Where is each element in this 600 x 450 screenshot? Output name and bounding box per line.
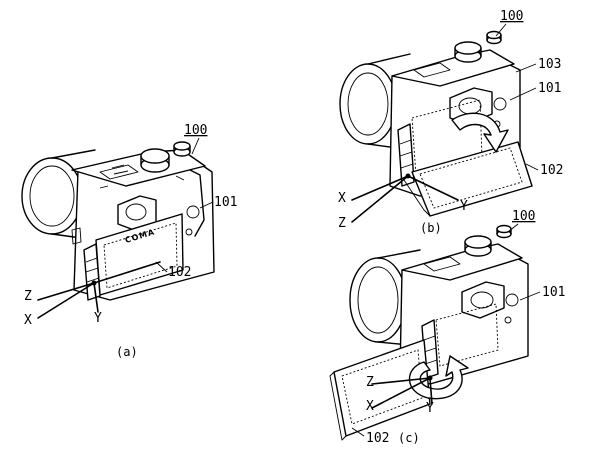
figure-b-axes [351,173,459,223]
figure-b-y-axis [407,175,459,201]
figure-c: Z X Y 100 101 102 (c) [329,209,565,446]
figure-b-caption: (b) [420,221,442,235]
figure-a-ref-camera: 100 [184,123,207,138]
figure-c-z-axis [371,377,431,385]
figure-a-y-label: Y [94,311,102,326]
figure-c-leader-hinge [519,291,541,301]
figure-b-ref-camera: 100 [500,9,523,24]
figure-b-ref-hinge: 101 [538,81,561,96]
figure-a: COMA Z X Y 100 101 102 (a) [21,123,237,359]
figure-a-ref-monitor: 102 [168,265,191,280]
figure-c-ref-monitor: 102 [366,431,389,446]
figure-a-leader-monitor [155,261,168,273]
figure-b-leader-viewfinder [515,63,537,73]
figure-a-z-axis [37,282,95,301]
figure-b-ref-viewfinder: 103 [538,57,561,72]
figure-c-z-label: Z [366,375,374,390]
figure-a-axes [37,261,161,319]
figure-c-x-axis [371,377,431,409]
figure-a-caption: (a) [116,345,138,359]
figure-a-leader-hinge [199,201,214,209]
figure-b-y-label: Y [460,199,468,214]
figure-c-y-label: Y [426,401,434,416]
figure-c-axis-origin [427,375,433,381]
figure-b-camera-drawing [339,30,533,217]
figure-a-x-label: X [24,313,32,328]
figure-b-x-label: X [338,191,346,206]
figure-c-camera-drawing [329,224,529,441]
figure-a-x-axis [37,282,95,319]
figure-c-leader-monitor [351,427,365,437]
figure-b-x-axis [351,175,409,201]
figure-b-ref-monitor: 102 [540,163,563,178]
figure-a-x-axis-extension [93,261,161,284]
figure-a-leader-camera [191,137,200,155]
figure-c-ref-hinge: 101 [542,285,565,300]
figure-a-y-axis [93,282,99,313]
figure-c-leader-camera [507,223,519,233]
figure-b-leader-hinge [509,87,537,101]
figure-b-rotation-arrow [451,112,509,153]
figure-a-z-label: Z [24,289,32,304]
figure-c-y-axis [429,377,433,405]
figure-c-x-label: X [366,399,374,414]
figure-c-axes [371,375,433,409]
figure-b-z-axis [351,175,409,223]
figure-b-leader-camera [495,23,507,37]
figure-b: X Z Y 100 103 101 102 (b) [338,9,563,235]
figure-a-ref-hinge: 101 [214,195,237,210]
figure-b-axis-origin [405,173,411,179]
figure-c-ref-camera: 100 [512,209,535,224]
figure-c-caption: (c) [398,431,420,445]
figure-b-leader-monitor [525,163,539,171]
figure-a-axis-origin [91,280,97,286]
figure-c-rotation-arrow [408,355,469,400]
figure-b-z-label: Z [338,216,346,231]
